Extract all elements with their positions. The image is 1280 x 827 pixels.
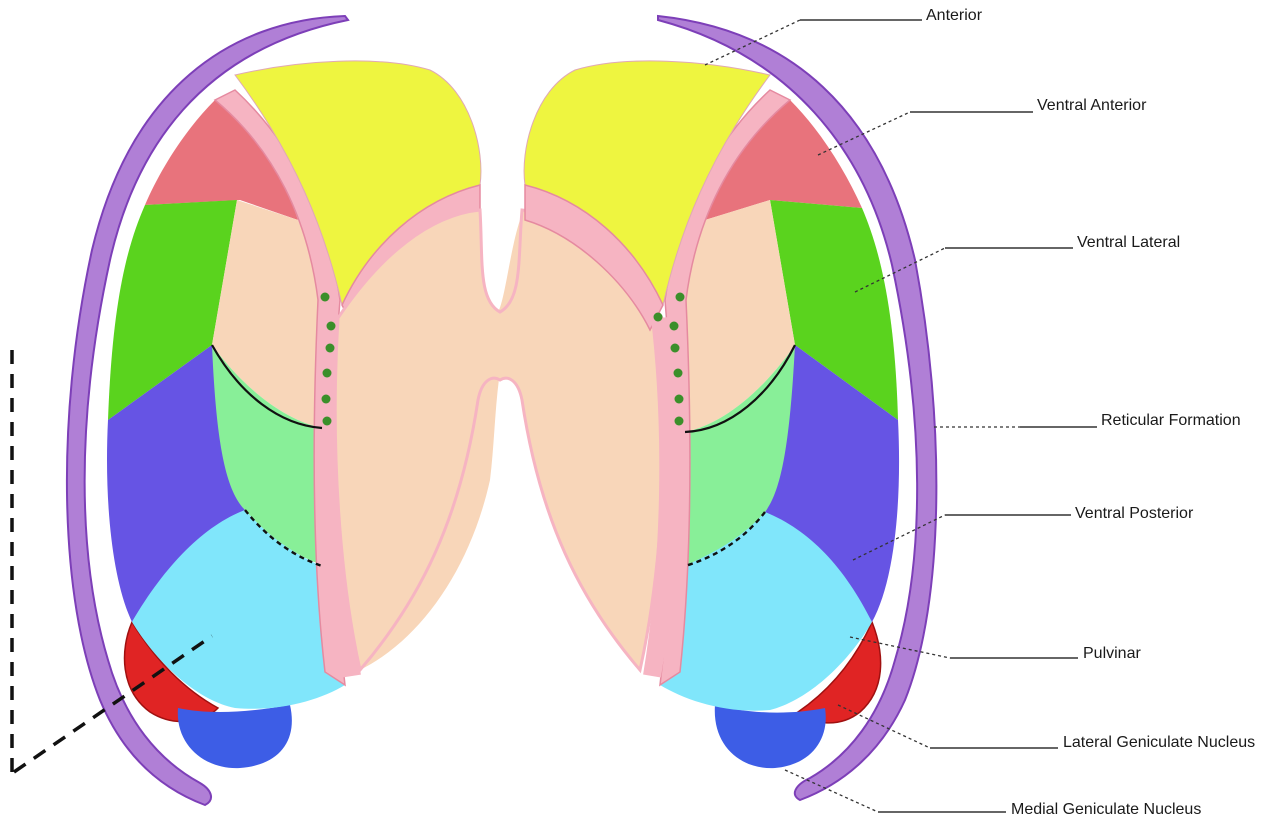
label-lateral-geniculate-nucleus: Lateral Geniculate Nucleus: [1063, 734, 1255, 751]
leader-pulvinar-dotted: [849, 636, 951, 659]
leader-ventral-posterior-dotted: [852, 514, 946, 561]
left-reticular-band: [65, 14, 350, 807]
left-ventral-posterior: [107, 345, 245, 622]
right-light-green-region: [685, 345, 795, 565]
leader-lateral-geniculate-dotted: [837, 704, 931, 749]
right-thalamus: [523, 14, 938, 802]
right-reticular-band: [657, 14, 938, 802]
right-lateral-geniculate: [796, 620, 882, 724]
left-ventral-anterior: [145, 100, 298, 220]
right-pulvinar: [660, 512, 872, 711]
left-light-green-region: [212, 345, 322, 565]
left-dashed-boundary: [244, 509, 323, 568]
leader-medial-geniculate-dotted: [784, 769, 879, 813]
right-medial-lateral-area: [685, 200, 795, 432]
label-pulvinar: Pulvinar: [1083, 645, 1141, 662]
central-medial-body: [333, 208, 667, 674]
left-ventral-lateral: [108, 200, 237, 420]
right-midline-lamina: [643, 316, 678, 678]
right-ventral-lateral: [770, 200, 898, 420]
right-medial-lamina: [524, 184, 664, 332]
label-ventral-posterior: Ventral Posterior: [1075, 505, 1194, 522]
left-medial-lateral-area: [212, 200, 322, 428]
left-boundary-line: [211, 344, 323, 430]
left-pulvinar: [132, 510, 345, 709]
label-ventral-anterior: Ventral Anterior: [1037, 97, 1147, 114]
leader-ventral-lateral-dotted: [854, 247, 946, 293]
right-intralaminar-dots: [653, 292, 685, 426]
right-medial-geniculate: [714, 705, 826, 769]
central-body: [333, 208, 667, 674]
label-anterior: Anterior: [926, 7, 983, 24]
right-ventral-anterior: [705, 100, 862, 220]
annotations: Anterior Ventral Anterior Ventral Latera…: [704, 7, 1255, 818]
label-reticular-formation: Reticular Formation: [1101, 412, 1241, 429]
label-ventral-lateral: Ventral Lateral: [1077, 234, 1180, 251]
right-boundary-line: [684, 344, 796, 434]
label-medial-geniculate-nucleus: Medial Geniculate Nucleus: [1011, 801, 1201, 818]
right-dashed-boundary: [684, 511, 766, 568]
right-ventral-posterior: [765, 345, 900, 622]
left-medial-geniculate: [177, 705, 292, 769]
diagonal-dashed-line: [13, 634, 213, 774]
leader-ventral-anterior-dotted: [817, 111, 911, 156]
section-plane-indicator: [10, 350, 213, 775]
